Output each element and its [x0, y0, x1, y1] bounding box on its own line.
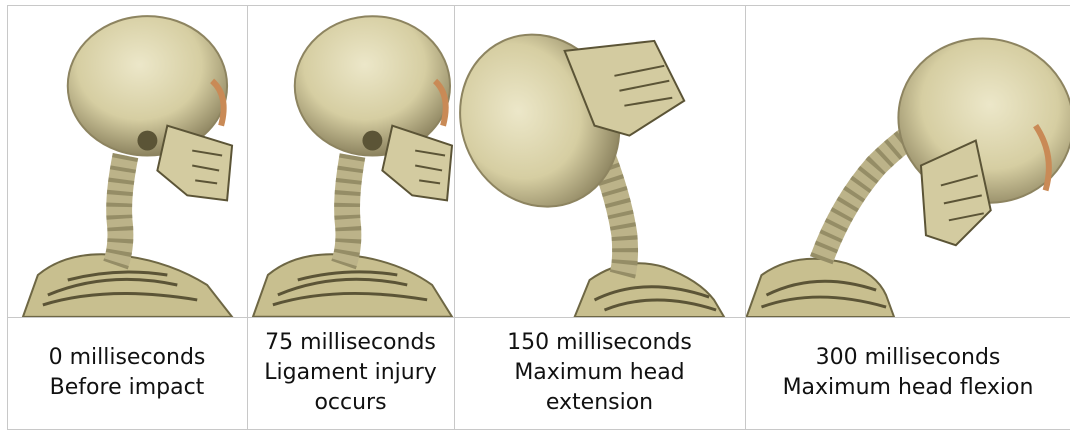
frame-time-label: 75 milliseconds: [264, 328, 437, 358]
frame-0ms-caption: 0 milliseconds Before impact: [7, 317, 248, 430]
frame-time-label: 0 milliseconds: [49, 343, 206, 373]
frame-description-line: occurs: [264, 388, 437, 418]
frame-75ms-caption: 75 milliseconds Ligament injury occurs: [247, 317, 455, 430]
frame-300ms-image: [745, 5, 1070, 318]
frame-description-line: Maximum head flexion: [783, 373, 1034, 403]
frame-150ms-caption: 150 milliseconds Maximum head extension: [454, 317, 746, 430]
frame-description-line: Before impact: [49, 373, 206, 403]
frame-description-line: Maximum head: [507, 358, 692, 388]
frame-300ms-caption: 300 milliseconds Maximum head flexion: [745, 317, 1070, 430]
frame-description-line: extension: [507, 388, 692, 418]
frame-description-line: Ligament injury: [264, 358, 437, 388]
skull-neck-neutral-icon: [8, 6, 247, 317]
skull-neck-neutral-icon: [248, 6, 454, 317]
frame-time-label: 300 milliseconds: [783, 343, 1034, 373]
frame-time-label: 150 milliseconds: [507, 328, 692, 358]
whiplash-sequence-table: 0 milliseconds Before impact 75 millisec…: [7, 5, 1070, 429]
frame-150ms-image: [454, 5, 746, 318]
skull-neck-extension-icon: [455, 6, 745, 317]
frame-75ms-image: [247, 5, 455, 318]
skull-neck-flexion-icon: [746, 6, 1070, 317]
frame-0ms-image: [7, 5, 248, 318]
